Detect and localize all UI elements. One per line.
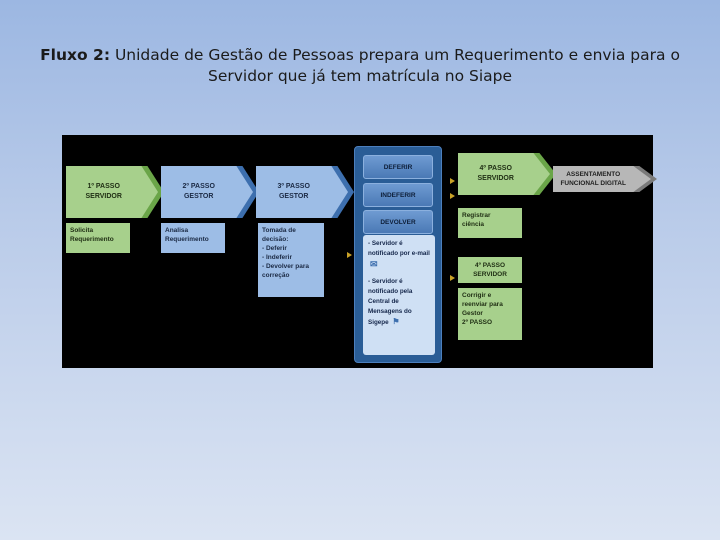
flow-diagram: 1º PASSO SERVIDOR Solicita Requerimento … [62,135,657,368]
title-prefix: Fluxo 2: [40,46,111,64]
step4a-chevron: 4º PASSO SERVIDOR [458,153,556,195]
decision-panel: DEFERIR INDEFERIR DEVOLVER - Servidor é … [354,146,442,363]
arrow-panel-icon [347,252,352,258]
final-chevron: ASSENTAMENTO FUNCIONAL DIGITAL [553,166,657,192]
step1-chevron-label: 1º PASSO SERVIDOR [85,183,122,200]
final-chevron-label: ASSENTAMENTO FUNCIONAL DIGITAL [560,171,626,187]
deferir-option: DEFERIR [363,155,433,179]
step2-chevron: 2º PASSO GESTOR [161,166,259,218]
step2-chevron-label: 2º PASSO GESTOR [182,183,215,200]
arrow-deferir-icon [450,178,455,184]
title-text: Unidade de Gestão de Pessoas prepara um … [110,46,680,85]
step4a-box: Registrar ciência [458,208,522,238]
indeferir-option: INDEFERIR [363,183,433,207]
slide-title: Fluxo 2: Unidade de Gestão de Pessoas pr… [40,45,680,87]
message-center-icon: ⚑ [392,317,400,326]
step2-box: Analisa Requerimento [161,223,225,253]
note-email: - Servidor é notificado por e-mail ✉ [368,240,430,269]
step3-chevron: 3º PASSO GESTOR [256,166,354,218]
step4b-header: 4º PASSO SERVIDOR [458,257,522,283]
step1-box: Solicita Requerimento [66,223,130,253]
step4b-box: Corrigir e reenviar para Gestor 2º PASSO [458,288,522,340]
step4a-chevron-label: 4º PASSO SERVIDOR [477,165,514,182]
step1-chevron: 1º PASSO SERVIDOR [66,166,164,218]
note-central: - Servidor é notificado pela Central de … [368,278,413,326]
step3-chevron-label: 3º PASSO GESTOR [277,183,310,200]
email-icon: ✉ [370,259,378,269]
arrow-devolver-icon [450,275,455,281]
devolver-option: DEVOLVER [363,210,433,234]
arrow-indeferir-icon [450,193,455,199]
step3-box: Tomada de decisão: - Deferir - Indeferir… [258,223,324,297]
notification-note: - Servidor é notificado por e-mail ✉ - S… [363,235,435,355]
